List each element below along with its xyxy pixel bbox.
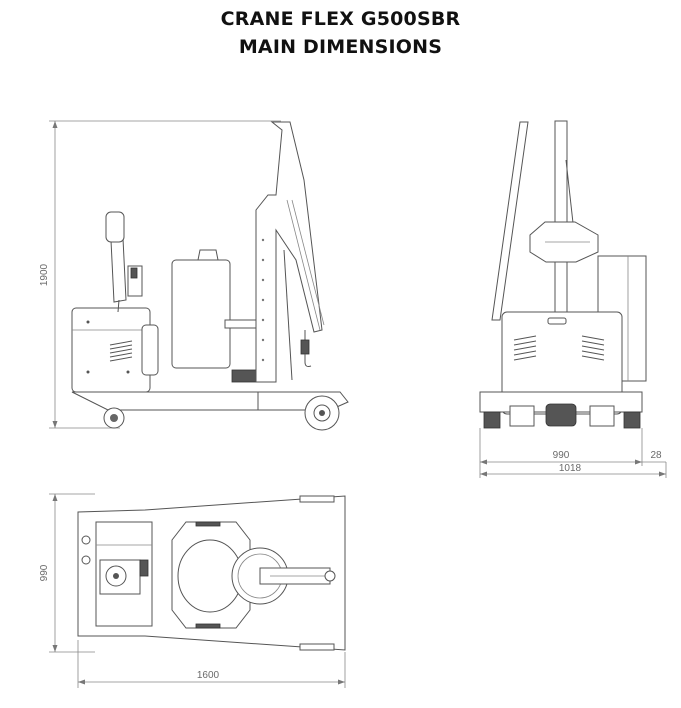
front-total-width-label: 1018 xyxy=(559,463,582,474)
side-view: 1900 xyxy=(39,120,349,431)
top-length-label: 1600 xyxy=(197,670,220,681)
diagram-title: CRANE FLEX G500SBR xyxy=(220,8,461,30)
front-width-dimensions: 990 28 1018 xyxy=(479,428,667,478)
top-view: 990 1600 xyxy=(39,493,346,688)
front-view: 990 28 1018 xyxy=(479,120,667,478)
front-offset-label: 28 xyxy=(650,450,662,461)
top-length-dimension: 1600 xyxy=(77,640,346,688)
top-width-label: 990 xyxy=(39,564,50,581)
diagram-subtitle: MAIN DIMENSIONS xyxy=(238,36,443,58)
top-width-dimension: 990 xyxy=(39,493,95,653)
front-inner-width-label: 990 xyxy=(553,450,570,461)
height-dimension: 1900 xyxy=(39,120,281,429)
height-dimension-label: 1900 xyxy=(39,263,50,286)
